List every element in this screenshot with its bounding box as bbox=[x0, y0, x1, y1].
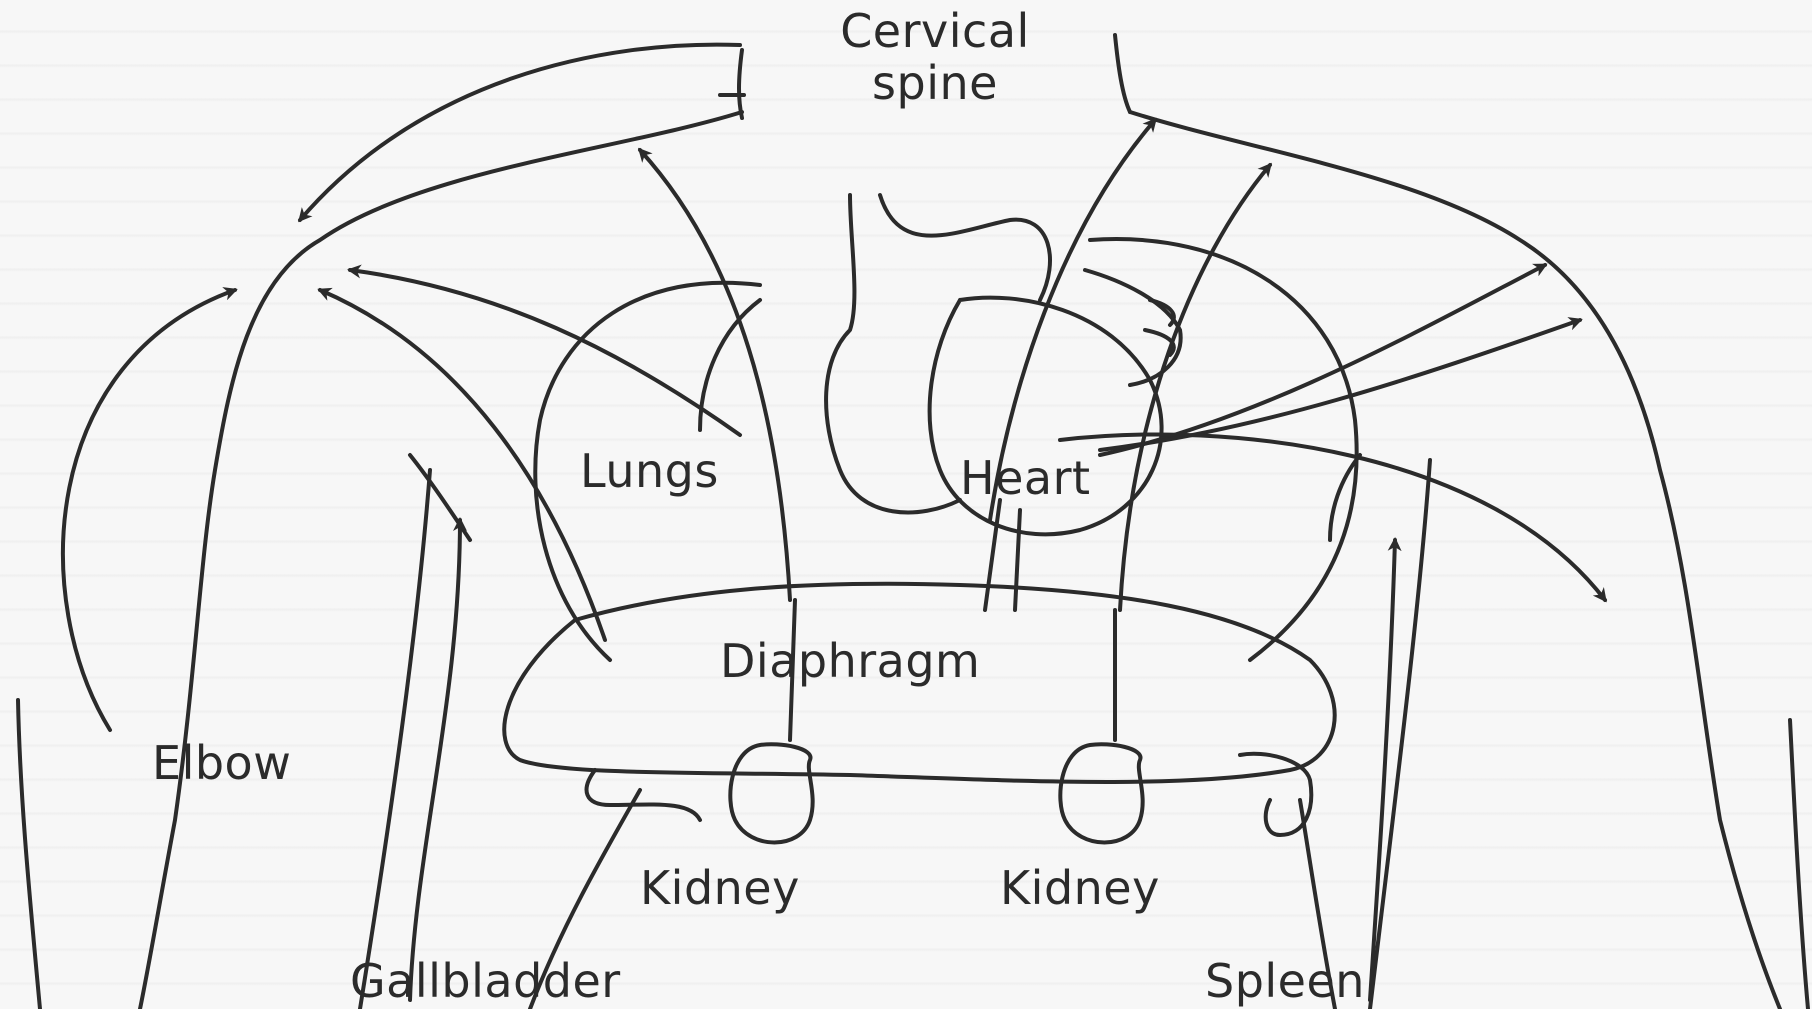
label-cervical-line2: spine bbox=[805, 60, 1065, 106]
arrow-diaphragm-to-shoulder bbox=[320, 290, 605, 640]
arrow-kidney-left-up bbox=[640, 150, 790, 600]
arrow-spleen-up bbox=[1370, 540, 1395, 1000]
label-heart: Heart bbox=[960, 455, 1091, 501]
label-elbow: Elbow bbox=[152, 740, 291, 786]
neck-outline-left bbox=[739, 50, 742, 118]
right-kidney-outline bbox=[1060, 744, 1142, 842]
left-lung-inner bbox=[700, 300, 760, 430]
arrow-kidney-right-up bbox=[1120, 165, 1270, 610]
left-arm-outer bbox=[18, 700, 40, 1009]
gallbladder-outline bbox=[587, 770, 700, 820]
label-diaphragm: Diaphragm bbox=[720, 638, 980, 684]
label-cervical-line1: Cervical bbox=[805, 8, 1065, 54]
label-lungs: Lungs bbox=[580, 448, 719, 494]
spleen-outline bbox=[1240, 754, 1311, 835]
right-arm-outer bbox=[1790, 720, 1808, 1009]
label-kidney-left: Kidney bbox=[640, 865, 800, 911]
left-kidney-outline bbox=[730, 744, 812, 842]
line-heart-right-body bbox=[1015, 510, 1020, 610]
aortic-arch bbox=[880, 195, 1050, 300]
label-spleen: Spleen bbox=[1205, 958, 1365, 1004]
heart-wave-1 bbox=[1150, 300, 1174, 325]
left-torso-outline bbox=[360, 470, 430, 1009]
right-shoulder-outline bbox=[1130, 112, 1780, 1009]
label-kidney-right: Kidney bbox=[1000, 865, 1160, 911]
neck-outline-right bbox=[1115, 35, 1130, 112]
label-gallbladder: Gallbladder bbox=[350, 958, 621, 1004]
arrow-lungs-to-shoulder bbox=[350, 270, 740, 435]
right-torso-outline bbox=[1370, 460, 1430, 1009]
